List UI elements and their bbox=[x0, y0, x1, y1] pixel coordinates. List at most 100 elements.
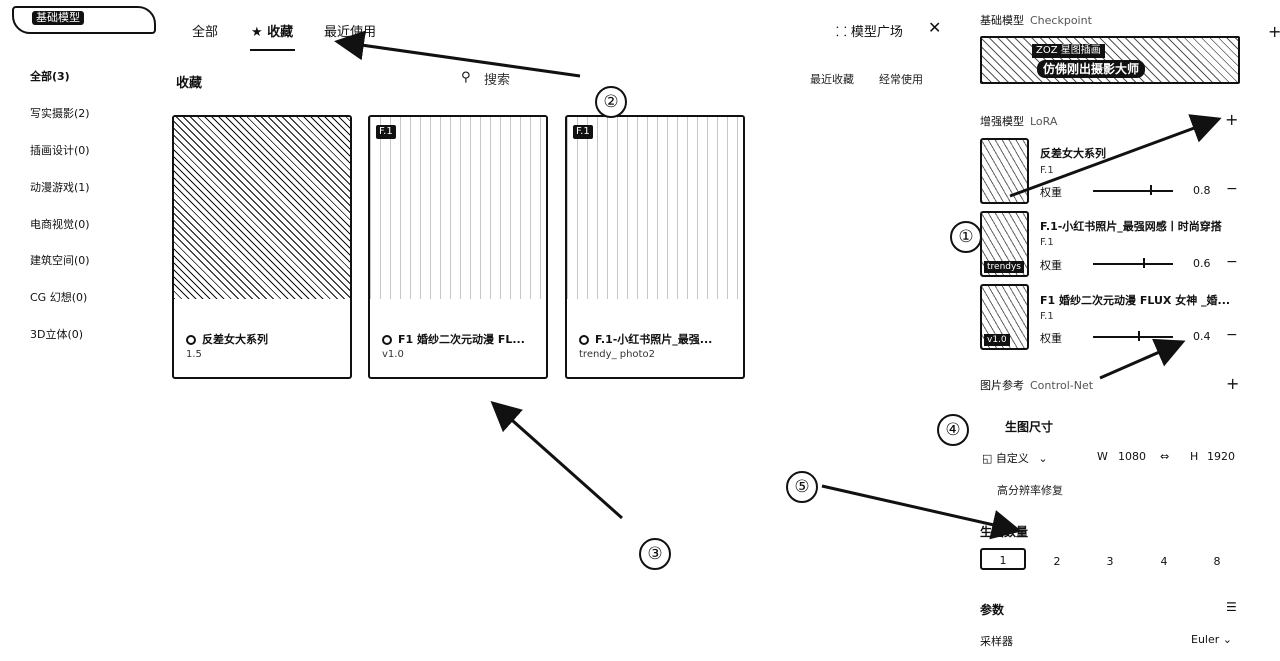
base-model-tag-label: 基础模型 bbox=[32, 11, 84, 25]
params-heading: 参数 bbox=[980, 603, 1005, 617]
tab-all[interactable]: 全部 bbox=[192, 25, 219, 40]
sampler-select[interactable]: Euler ⌄ bbox=[1191, 633, 1232, 646]
lora-weight-label: 权重 bbox=[1040, 259, 1062, 272]
image-count-heading: 生图数量 bbox=[980, 525, 1029, 539]
lora-name: 反差女大系列 bbox=[1040, 147, 1106, 160]
model-card-badge: F.1 bbox=[573, 125, 593, 139]
lora-weight-slider[interactable] bbox=[1093, 263, 1173, 265]
sort-recent-link[interactable]: 最近收藏 bbox=[810, 73, 854, 86]
chevron-down-icon: ⌄ bbox=[1038, 452, 1048, 465]
lora-name: F.1-小红书照片_最强网感丨时尚穿搭 bbox=[1040, 220, 1222, 233]
settings-sliders-icon[interactable]: ☰ bbox=[1226, 600, 1237, 614]
model-card-thumbnail bbox=[567, 117, 743, 299]
model-type-icon bbox=[186, 335, 196, 345]
annotation-1: ① bbox=[950, 221, 982, 253]
chevron-down-icon: ⌄ bbox=[1222, 633, 1232, 646]
model-card-name-text: F1 婚纱二次元动漫 FL... bbox=[398, 333, 525, 346]
controlnet-heading-label: 图片参考 bbox=[980, 379, 1024, 392]
model-card-name: 反差女大系列 bbox=[186, 331, 344, 347]
hires-fix-toggle[interactable]: 高分辨率修复 bbox=[997, 484, 1063, 497]
remove-lora-icon[interactable]: − bbox=[1226, 327, 1238, 343]
base-model-tag[interactable]: 基础模型 bbox=[12, 6, 156, 34]
link-ratio-icon[interactable]: ⇔ bbox=[1160, 450, 1170, 463]
size-mode-value: 自定义 bbox=[995, 452, 1029, 465]
base-model-heading-label: 基础模型 bbox=[980, 14, 1024, 27]
model-card-thumbnail bbox=[174, 117, 350, 299]
section-title: 收藏 bbox=[176, 76, 203, 91]
annotation-3: ③ bbox=[639, 538, 671, 570]
grid-icon: ⸬ bbox=[836, 25, 847, 40]
remove-lora-icon[interactable]: − bbox=[1226, 181, 1238, 197]
sidebar-item-anime[interactable]: 动漫游戏(1) bbox=[30, 181, 90, 194]
remove-lora-icon[interactable]: − bbox=[1226, 254, 1238, 270]
search-icon[interactable]: ⚲ bbox=[461, 70, 471, 85]
lora-weight-slider-knob[interactable] bbox=[1150, 185, 1152, 195]
lora-thumbnail-tag: v1.0 bbox=[984, 334, 1010, 346]
model-card[interactable]: F.1 F.1-小红书照片_最强... trendy_ photo2 bbox=[565, 115, 745, 379]
model-card[interactable]: F.1 F1 婚纱二次元动漫 FL... v1.0 bbox=[368, 115, 548, 379]
lora-name: F1 婚纱二次元动漫 FLUX 女神 _婚... bbox=[1040, 294, 1231, 307]
count-option-8[interactable]: 8 bbox=[1213, 555, 1221, 568]
sampler-label: 采样器 bbox=[980, 635, 1013, 648]
width-label: W bbox=[1097, 450, 1108, 463]
model-card-badge: F.1 bbox=[376, 125, 396, 139]
lora-type: F.1 bbox=[1040, 311, 1054, 322]
model-card[interactable]: 反差女大系列 1.5 bbox=[172, 115, 352, 379]
aspect-icon: ◱ bbox=[982, 452, 993, 465]
add-base-model-icon[interactable]: + bbox=[1268, 22, 1280, 41]
sidebar-item-cg[interactable]: CG 幻想(0) bbox=[30, 291, 88, 304]
model-card-name-text: F.1-小红书照片_最强... bbox=[595, 333, 713, 346]
height-input[interactable]: 1920 bbox=[1207, 450, 1235, 463]
model-card-version: 1.5 bbox=[186, 349, 202, 360]
lora-weight-slider[interactable] bbox=[1093, 190, 1173, 192]
sampler-value: Euler bbox=[1191, 633, 1220, 646]
tab-favorites[interactable]: ★ 收藏 bbox=[251, 25, 294, 40]
lora-heading-en: LoRA bbox=[1030, 115, 1058, 128]
model-plaza-link[interactable]: ⸬ 模型广场 bbox=[836, 21, 903, 40]
count-option-2[interactable]: 2 bbox=[1053, 555, 1061, 568]
checkpoint-tag: ZOZ 星图插画 bbox=[1032, 44, 1105, 58]
sidebar-item-3d[interactable]: 3D立体(0) bbox=[30, 328, 84, 341]
checkpoint-thumbnail[interactable]: ZOZ 星图插画 仿佛刚出摄影大师 bbox=[980, 36, 1240, 84]
sidebar-item-all[interactable]: 全部(3) bbox=[30, 70, 70, 83]
model-card-name-text: 反差女大系列 bbox=[202, 333, 268, 346]
controlnet-heading-en: Control-Net bbox=[1030, 379, 1094, 392]
width-input[interactable]: 1080 bbox=[1118, 450, 1146, 463]
lora-type: F.1 bbox=[1040, 165, 1054, 176]
checkpoint-title: 仿佛刚出摄影大师 bbox=[1037, 60, 1146, 78]
sort-frequent-link[interactable]: 经常使用 bbox=[879, 73, 923, 86]
search-input[interactable]: 搜索 bbox=[484, 73, 511, 88]
lora-thumbnail: v1.0 bbox=[980, 284, 1029, 350]
annotation-4: ④ bbox=[937, 414, 969, 446]
active-tab-underline bbox=[250, 49, 295, 51]
count-option-3[interactable]: 3 bbox=[1106, 555, 1114, 568]
model-type-icon bbox=[382, 335, 392, 345]
close-icon[interactable]: ✕ bbox=[928, 18, 942, 37]
count-option-1[interactable]: 1 bbox=[980, 548, 1026, 570]
sidebar-item-architecture[interactable]: 建筑空间(0) bbox=[30, 254, 90, 267]
image-size-heading: 生图尺寸 bbox=[1005, 420, 1054, 434]
lora-thumbnail: trendys bbox=[980, 211, 1029, 277]
lora-weight-slider[interactable] bbox=[1093, 336, 1173, 338]
sidebar-item-photo[interactable]: 写实摄影(2) bbox=[30, 107, 90, 120]
lora-weight-slider-knob[interactable] bbox=[1143, 258, 1145, 268]
add-lora-icon[interactable]: + bbox=[1225, 110, 1239, 129]
model-card-thumbnail bbox=[370, 117, 546, 299]
size-mode-select[interactable]: ◱ 自定义 ⌄ bbox=[982, 450, 1048, 466]
height-label: H bbox=[1190, 450, 1199, 463]
sidebar-item-ecommerce[interactable]: 电商视觉(0) bbox=[30, 218, 90, 231]
model-card-name: F.1-小红书照片_最强... bbox=[579, 331, 737, 347]
lora-weight-slider-knob[interactable] bbox=[1138, 331, 1140, 341]
model-card-version: trendy_ photo2 bbox=[579, 349, 655, 360]
lora-weight-value: 0.4 bbox=[1193, 330, 1211, 343]
count-option-4[interactable]: 4 bbox=[1160, 555, 1168, 568]
lora-thumbnail-tag: trendys bbox=[984, 261, 1025, 273]
tab-recent[interactable]: 最近使用 bbox=[324, 25, 377, 40]
model-card-name: F1 婚纱二次元动漫 FL... bbox=[382, 331, 540, 347]
lora-weight-label: 权重 bbox=[1040, 186, 1062, 199]
add-controlnet-icon[interactable]: + bbox=[1226, 374, 1240, 393]
sidebar-item-illustration[interactable]: 插画设计(0) bbox=[30, 144, 90, 157]
controlnet-heading: 图片参考 Control-Net bbox=[980, 377, 1093, 393]
